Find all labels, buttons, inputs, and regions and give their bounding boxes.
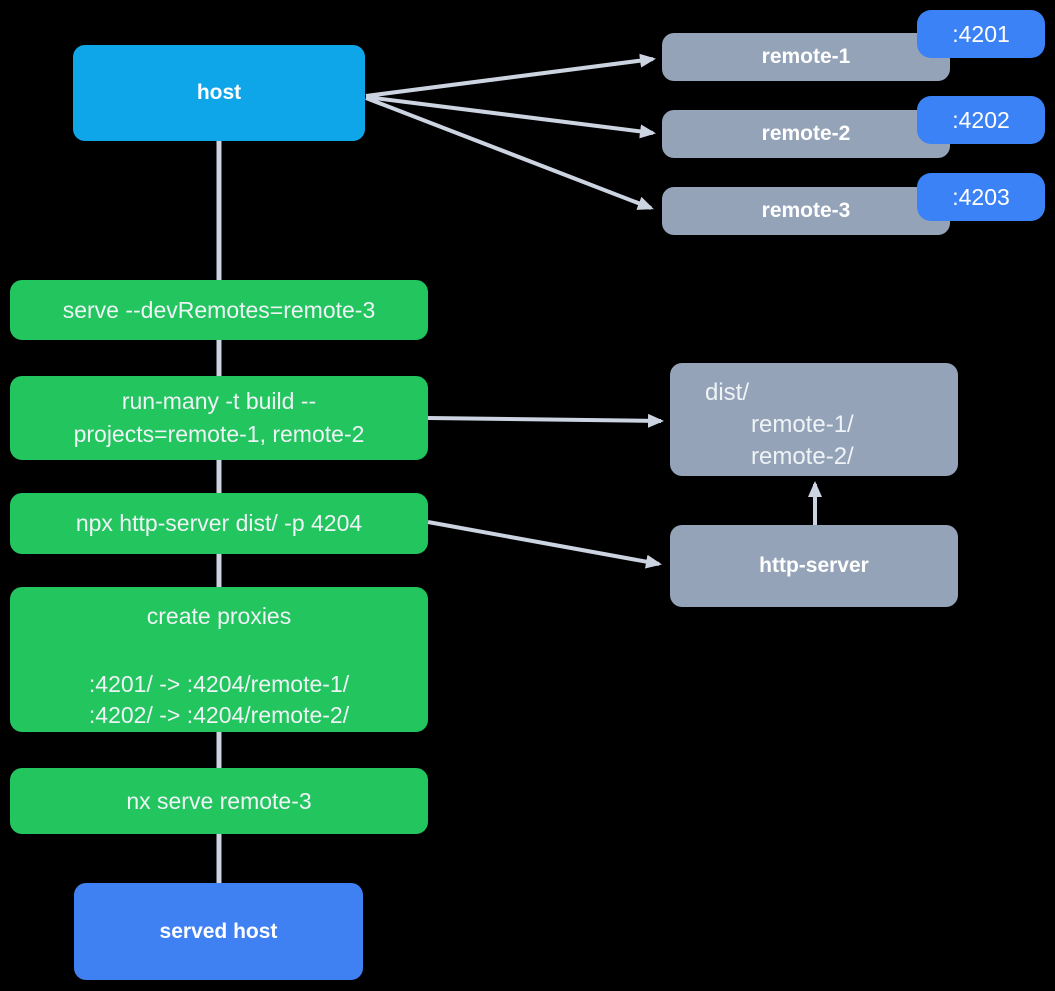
step-nx-serve-remote-3: nx serve remote-3 bbox=[10, 768, 428, 834]
dist-line-root: dist/ bbox=[705, 379, 750, 406]
step-http-label: npx http-server dist/ -p 4204 bbox=[75, 510, 363, 536]
served-host-node: served host bbox=[74, 883, 363, 980]
http-server-label: http-server bbox=[759, 554, 869, 577]
dist-line-remote-1: remote-1/ bbox=[751, 411, 854, 438]
port-4202-label: :4202 bbox=[952, 106, 1010, 133]
step-npx-http-server: npx http-server dist/ -p 4204 bbox=[10, 493, 428, 554]
port-4203-label: :4203 bbox=[952, 183, 1010, 210]
step-create-proxies: create proxies :4201/ -> :4204/remote-1/… bbox=[10, 587, 428, 732]
remote-1-label: remote-1 bbox=[761, 45, 851, 68]
step-serve-devremotes: serve --devRemotes=remote-3 bbox=[10, 280, 428, 340]
host-node: host bbox=[73, 45, 365, 141]
step-build-line-2: projects=remote-1, remote-2 bbox=[73, 421, 365, 447]
arrow-build-to-dist bbox=[427, 413, 664, 428]
proxy-rule-1: :4201/ -> :4204/remote-1/ bbox=[88, 671, 350, 697]
step-run-many-build: run-many -t build -- projects=remote-1, … bbox=[10, 376, 428, 460]
proxies-title: create proxies bbox=[146, 603, 292, 629]
arrow-http-to-http-server bbox=[427, 520, 662, 569]
remote-3-node: remote-3 bbox=[662, 187, 950, 235]
proxy-rule-2: :4202/ -> :4204/remote-2/ bbox=[88, 702, 350, 728]
port-4203-badge: :4203 bbox=[917, 173, 1045, 221]
step-build-line-1: run-many -t build -- bbox=[121, 388, 317, 414]
host-label: host bbox=[196, 81, 242, 104]
arrow-host-to-remote-3 bbox=[365, 96, 654, 210]
dist-line-remote-2: remote-2/ bbox=[751, 443, 854, 470]
port-4202-badge: :4202 bbox=[917, 96, 1045, 144]
remote-2-label: remote-2 bbox=[761, 122, 851, 145]
http-server-node: http-server bbox=[670, 525, 958, 607]
port-4201-badge: :4201 bbox=[917, 10, 1045, 58]
remote-1-node: remote-1 bbox=[662, 33, 950, 81]
dist-folder-node: dist/ remote-1/ remote-2/ bbox=[670, 363, 958, 476]
remote-2-node: remote-2 bbox=[662, 110, 950, 158]
remote-3-label: remote-3 bbox=[761, 199, 851, 222]
arrow-host-to-remote-2 bbox=[365, 95, 656, 139]
port-4201-label: :4201 bbox=[952, 20, 1010, 47]
served-host-label: served host bbox=[159, 919, 278, 943]
step-serve-label: serve --devRemotes=remote-3 bbox=[62, 296, 376, 323]
step-nxserve-label: nx serve remote-3 bbox=[126, 787, 312, 814]
arrow-host-to-remote-1 bbox=[365, 53, 656, 98]
